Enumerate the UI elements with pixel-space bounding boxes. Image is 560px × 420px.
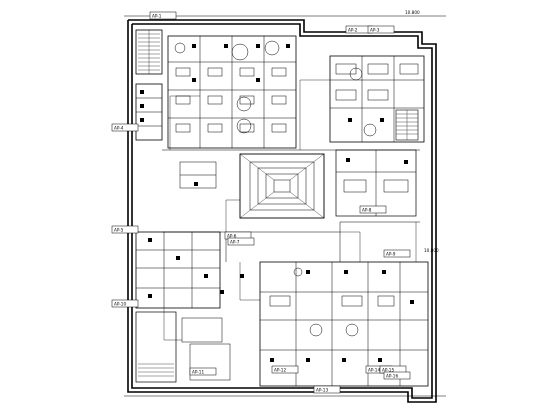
annotation-tag-label: AP-4 — [114, 125, 124, 130]
annotation-tag-label: AP-10 — [114, 301, 126, 306]
annotation-tag-box — [111, 299, 139, 308]
annotation-tag-label: AP-12 — [274, 367, 286, 372]
annotation-tag: AP-4 — [111, 123, 139, 132]
annotation-tags: AP-1AP-2 AP-3AP-4AP-5AP-6AP-7 AP-8AP-9AP-1… — [111, 11, 411, 394]
annotation-tag: AP-16 — [383, 371, 411, 380]
annotation-tag: AP-12 — [271, 365, 299, 374]
annotation-tag-box — [189, 367, 217, 376]
outer-walls — [124, 15, 446, 403]
annotation-tag-label: AP-16 — [386, 373, 398, 378]
annotation-tag: AP-13 — [313, 385, 341, 394]
dimension-label-top: 10.800 — [405, 10, 420, 15]
right-mid-rooms — [335, 149, 417, 217]
annotation-tag-label: AP-8 — [362, 207, 372, 212]
annotation-tag-box — [313, 385, 341, 394]
annotation-tag-box — [149, 11, 177, 20]
annotation-tag-label: AP-2 — [348, 27, 358, 32]
annotation-tag: AP-7 — [227, 237, 255, 246]
annotation-tag-box — [359, 205, 387, 214]
annotation-tag: AP-8 — [359, 205, 387, 214]
lower-left-rooms — [135, 231, 231, 383]
annotation-tag-label: AP-9 — [386, 251, 396, 256]
annotation-tag: AP-9 — [383, 249, 411, 258]
annotation-tag-label: AP-6 — [227, 233, 237, 238]
annotation-tag-label: AP-5 — [114, 227, 124, 232]
annotation-tag-label: AP-15 — [382, 367, 394, 372]
annotation-tag-box — [111, 123, 139, 132]
annotation-tag: AP-1 — [149, 11, 177, 20]
equipment-markers — [192, 44, 408, 294]
annotation-tag: AP-10 — [111, 299, 139, 308]
annotation-tag-box — [367, 25, 395, 34]
annotation-tag-label: AP-3 — [370, 27, 380, 32]
annotation-tag-label: AP-1 — [152, 13, 162, 18]
dimension-label-right: 10.800 — [424, 248, 439, 253]
annotation-tag: AP-5 — [111, 225, 139, 234]
central-atrium — [239, 153, 325, 219]
annotation-tag-box — [383, 249, 411, 258]
annotation-tag-box — [111, 225, 139, 234]
annotation-tag-label: AP-7 — [230, 239, 240, 244]
annotation-tag-label: AP-13 — [316, 387, 328, 392]
annotation-tag-box — [271, 365, 299, 374]
left-core — [135, 29, 163, 141]
annotation-tag-label: AP-11 — [192, 369, 204, 374]
annotation-tag: AP-11 — [189, 367, 217, 376]
annotation-tag-box — [383, 371, 411, 380]
cable-runs — [163, 79, 417, 341]
annotation-tag-box — [227, 237, 255, 246]
office-block-upper-left — [167, 35, 297, 149]
annotation-tag: AP-3 — [367, 25, 395, 34]
office-block-upper-right — [329, 55, 425, 143]
annotation-tag-label: AP-14 — [368, 367, 380, 372]
lower-right-rooms — [259, 261, 429, 387]
